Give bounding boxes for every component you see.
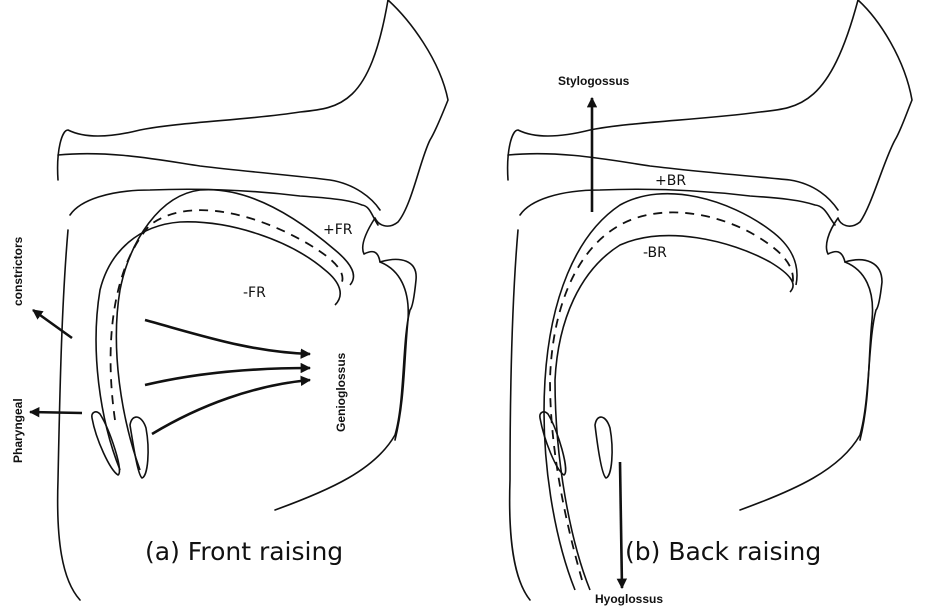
- skull-base-b: [508, 0, 858, 180]
- tongue-midline-a: [111, 210, 343, 420]
- pharyngeal-label: Pharyngeal: [11, 398, 25, 463]
- lower-label-a: -FR: [243, 285, 266, 301]
- tongue-neutral-a: [96, 222, 340, 470]
- tongue-midline-b: [550, 212, 793, 580]
- caption-b: (b) Back raising: [625, 537, 821, 566]
- constrictor-arrow-upper: [33, 310, 72, 338]
- constrictors-label: constrictors: [11, 236, 25, 306]
- larynx-b: [595, 417, 612, 478]
- hard-palate-upper-a: [58, 154, 380, 210]
- face-profile-a: [275, 0, 448, 510]
- genioglossus-arrow-bottom: [152, 380, 310, 434]
- tongue-raised-a: [116, 190, 353, 470]
- genioglossus-label: Genioglossus: [334, 352, 348, 432]
- raise-label-a: +FR: [323, 222, 353, 238]
- hyoglossus-label: Hyoglossus: [595, 592, 663, 606]
- hyoglossus-arrow: [620, 462, 622, 588]
- lower-label-b: -BR: [643, 245, 667, 261]
- pharynx-wall-a: [58, 230, 80, 600]
- genioglossus-arrow-top: [145, 320, 310, 354]
- mandible-b: [845, 262, 873, 440]
- panel-front-raising: +FR -FR Genioglossus Pharyngeal constric…: [11, 0, 448, 600]
- face-profile-b: [740, 0, 912, 510]
- panel-back-raising: Stylogossus +BR -BR Hyoglossus (b) Back …: [508, 0, 912, 606]
- raise-label-b: +BR: [655, 173, 686, 189]
- hard-palate-lower-a: [70, 189, 378, 225]
- stylogossus-label: Stylogossus: [558, 74, 630, 88]
- tongue-raised-b: [544, 194, 797, 590]
- constrictor-arrow-lower: [30, 412, 82, 413]
- pharynx-wall-b: [510, 230, 530, 600]
- skull-base-a: [58, 0, 388, 180]
- caption-a: (a) Front raising: [145, 537, 343, 566]
